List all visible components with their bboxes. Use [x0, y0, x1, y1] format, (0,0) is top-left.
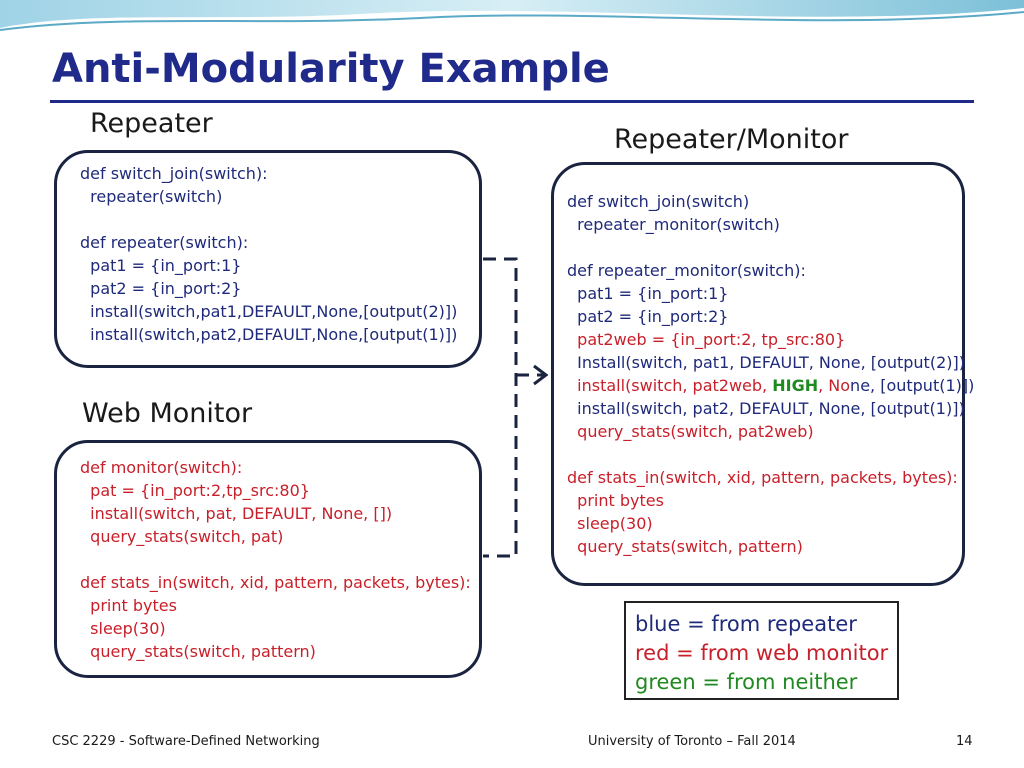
repeater-code-box	[54, 150, 482, 368]
code-token: query_stats(switch, pattern)	[567, 537, 803, 556]
title-divider	[50, 100, 974, 103]
code-token: install(switch, pat, DEFAULT, None, [])	[80, 504, 393, 523]
legend-item: green = from neither	[635, 670, 858, 694]
code-line: install(switch, pat2web, HIGH, None, [ou…	[567, 374, 974, 397]
code-token: pat1 = {in_port:1}	[80, 256, 242, 275]
code-token: def stats_in(switch, xid, pattern, packe…	[567, 468, 958, 487]
code-token: HIGH	[772, 376, 819, 395]
web-monitor-label: Web Monitor	[82, 398, 253, 429]
code-line: def repeater(switch):	[80, 231, 457, 254]
footer-course: CSC 2229 - Software-Defined Networking	[52, 734, 320, 749]
top-wave-decoration	[0, 0, 1024, 31]
code-line: install(switch,pat1,DEFAULT,None,[output…	[80, 300, 457, 323]
legend-item: red = from web monitor	[635, 641, 889, 665]
code-token: pat1 = {in_port:1}	[567, 284, 729, 303]
web-monitor-code-box	[54, 440, 482, 678]
code-line: pat2 = {in_port:2}	[80, 277, 457, 300]
code-line: query_stats(switch, pat2web)	[567, 420, 974, 443]
code-line: pat = {in_port:2,tp_src:80}	[80, 479, 471, 502]
code-line: pat2web = {in_port:2, tp_src:80}	[567, 328, 974, 351]
code-line: def switch_join(switch)	[567, 190, 974, 213]
code-token: ne, [output(1)])	[850, 376, 975, 395]
code-token: install(switch,pat2,DEFAULT,None,[output…	[80, 325, 458, 344]
code-line: def switch_join(switch):	[80, 162, 457, 185]
code-line: def repeater_monitor(switch):	[567, 259, 974, 282]
code-line: sleep(30)	[567, 512, 974, 535]
code-token: query_stats(switch, pat2web)	[567, 422, 814, 441]
code-line: install(switch,pat2,DEFAULT,None,[output…	[80, 323, 457, 346]
code-line: print bytes	[567, 489, 974, 512]
code-token: pat2web = {in_port:2, tp_src:80}	[567, 330, 846, 349]
code-line: install(switch, pat, DEFAULT, None, [])	[80, 502, 471, 525]
code-line: repeater_monitor(switch)	[567, 213, 974, 236]
repeater-monitor-code-box	[551, 162, 965, 586]
code-token: query_stats(switch, pattern)	[80, 642, 316, 661]
code-token: repeater(switch)	[80, 187, 223, 206]
code-token: query_stats(switch, pat)	[80, 527, 284, 546]
code-token: pat2 = {in_port:2}	[567, 307, 729, 326]
code-line: install(switch, pat2, DEFAULT, None, [ou…	[567, 397, 974, 420]
code-token: , No	[818, 376, 851, 395]
code-line: query_stats(switch, pattern)	[567, 535, 974, 558]
repeater-code: def switch_join(switch): repeater(switch…	[80, 162, 457, 346]
color-legend: blue = from repeater red = from web monit…	[624, 601, 899, 700]
code-token: sleep(30)	[80, 619, 166, 638]
footer-institution: University of Toronto – Fall 2014	[588, 734, 796, 749]
code-token: pat2 = {in_port:2}	[80, 279, 242, 298]
code-token: def stats_in(switch, xid, pattern, packe…	[80, 573, 471, 592]
code-token: install(switch,pat1,DEFAULT,None,[output…	[80, 302, 458, 321]
code-line: def stats_in(switch, xid, pattern, packe…	[80, 571, 471, 594]
code-token: sleep(30)	[567, 514, 653, 533]
code-line: def monitor(switch):	[80, 456, 471, 479]
code-token: print bytes	[80, 596, 177, 615]
code-token: def repeater_monitor(switch):	[567, 261, 806, 280]
repeater-monitor-code: def switch_join(switch) repeater_monitor…	[567, 190, 974, 558]
code-line: pat1 = {in_port:1}	[567, 282, 974, 305]
code-token: def monitor(switch):	[80, 458, 243, 477]
code-token: install(switch, pat2, DEFAULT, None, [ou…	[567, 399, 965, 418]
code-token: pat = {in_port:2,tp_src:80}	[80, 481, 310, 500]
code-token: def switch_join(switch):	[80, 164, 268, 183]
code-line: query_stats(switch, pattern)	[80, 640, 471, 663]
code-line: pat1 = {in_port:1}	[80, 254, 457, 277]
arrow-head-icon	[533, 364, 549, 386]
code-token: def switch_join(switch)	[567, 192, 750, 211]
code-line: print bytes	[80, 594, 471, 617]
repeater-monitor-label: Repeater/Monitor	[614, 124, 849, 155]
code-token: print bytes	[567, 491, 664, 510]
repeater-label: Repeater	[90, 108, 213, 139]
code-line: query_stats(switch, pat)	[80, 525, 471, 548]
slide-title: Anti-Modularity Example	[52, 46, 610, 92]
web-monitor-code: def monitor(switch): pat = {in_port:2,tp…	[80, 456, 471, 663]
code-line: Install(switch, pat1, DEFAULT, None, [ou…	[567, 351, 974, 374]
footer-page-number: 14	[956, 734, 973, 749]
legend-item: blue = from repeater	[635, 612, 857, 636]
code-token: install(switch, pat2web,	[567, 376, 773, 395]
code-token: Install(switch, pat1, DEFAULT, None, [ou…	[567, 353, 965, 372]
code-line: sleep(30)	[80, 617, 471, 640]
code-line: pat2 = {in_port:2}	[567, 305, 974, 328]
code-token: repeater_monitor(switch)	[567, 215, 780, 234]
code-line: def stats_in(switch, xid, pattern, packe…	[567, 466, 974, 489]
code-token: def repeater(switch):	[80, 233, 249, 252]
code-line: repeater(switch)	[80, 185, 457, 208]
